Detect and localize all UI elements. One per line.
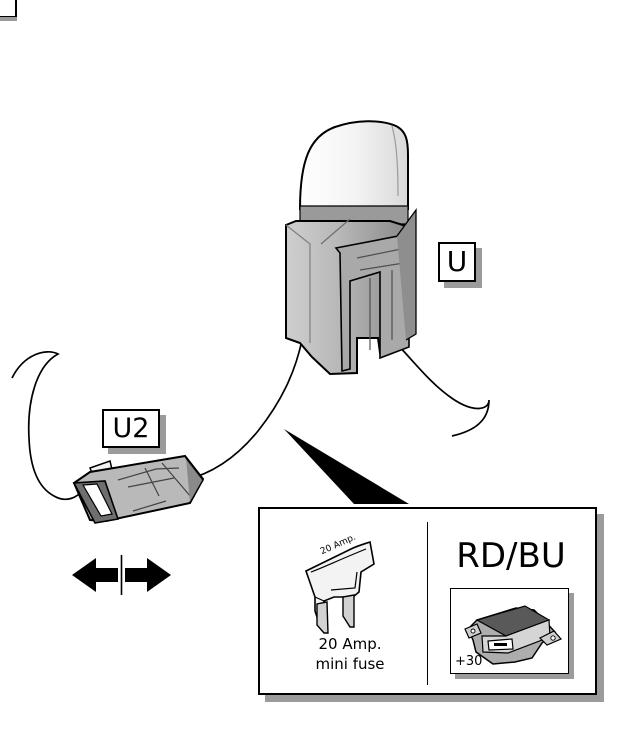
terminal-label: +30 — [455, 654, 483, 669]
wire-left-loop — [11, 350, 85, 501]
corner-box-icon — [0, 0, 17, 21]
bidirectional-arrow-icon — [72, 555, 171, 595]
panel-divider — [427, 522, 428, 685]
fuse-caption-line-2: mini fuse — [315, 655, 385, 673]
wire-connector-to-fuse — [184, 339, 303, 481]
connector-label: U2 — [102, 409, 160, 448]
callout-pointer — [284, 429, 409, 504]
mini-fuse-icon — [305, 540, 375, 634]
wire-right — [395, 342, 490, 437]
fuse-caption-line-1: 20 Amp. — [318, 635, 382, 653]
control-module-icon — [464, 605, 562, 665]
connector-icon — [72, 454, 205, 524]
wire-color-code: RD/BU — [456, 536, 566, 576]
module-frame: +30 — [450, 588, 569, 674]
fuse-detail-panel: 20 Amp. 20 Amp. mini fuse RD/BU +30 — [258, 507, 597, 695]
fuse-caption: 20 Amp. mini fuse — [290, 634, 410, 674]
fuse-holder-label: U — [438, 242, 476, 282]
fuse-holder-icon — [285, 120, 417, 376]
